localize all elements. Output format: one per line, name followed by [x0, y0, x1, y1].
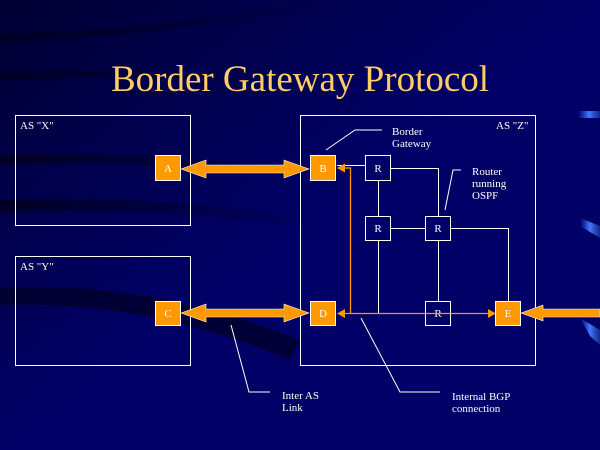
router-r1[interactable]: R	[365, 155, 391, 181]
callout-inter-as-text: Inter AS Link	[282, 390, 319, 414]
bg-swoosh	[0, 0, 345, 42]
inter-as-link-c-d	[180, 303, 310, 323]
gateway-b-label: B	[319, 163, 326, 175]
router-r2-label: R	[374, 223, 382, 235]
node-e[interactable]: E	[495, 301, 521, 326]
callout-internal-bgp	[360, 317, 440, 393]
link-r3-e	[451, 228, 509, 302]
callout-internal-bgp-line1: Internal BGP	[452, 391, 511, 403]
gateway-d-box[interactable]	[310, 301, 336, 326]
router-r2-box[interactable]	[365, 216, 391, 241]
ibgp-d-b	[345, 167, 352, 313]
bg-swoosh	[0, 287, 300, 360]
router-r3-label: R	[434, 223, 442, 235]
bg-accent	[580, 218, 600, 238]
node-a[interactable]: A	[155, 155, 181, 181]
callout-internal-bgp-text: Internal BGP connection	[452, 391, 510, 415]
gateway-e-label: E	[505, 308, 512, 320]
link-r1-r3	[391, 168, 439, 216]
node-b[interactable]: B	[310, 155, 336, 181]
as-x-label: AS "X"	[20, 120, 54, 132]
ibgp-arrowhead-e	[488, 309, 496, 318]
gateway-b-box[interactable]	[310, 155, 336, 181]
gateway-a-box[interactable]	[155, 155, 181, 181]
callout-border-gateway	[325, 129, 382, 151]
ibgp-arrowhead-d	[337, 309, 345, 318]
callout-inter-as-line2: Link	[282, 402, 303, 414]
router-r1-label: R	[374, 163, 382, 175]
callout-router-ospf-line3: OSPF	[472, 190, 499, 202]
callout-border-gateway-line1: Border	[392, 126, 423, 138]
callout-inter-as-line1: Inter AS	[282, 390, 319, 402]
bg-swoosh	[0, 154, 300, 178]
inter-as-link-e-external	[520, 304, 600, 322]
bg-accent	[580, 318, 600, 345]
callout-border-gateway-line2: Gateway	[392, 138, 432, 150]
bg-swoosh	[0, 199, 320, 230]
router-r2[interactable]: R	[365, 216, 391, 241]
bg-accent	[578, 111, 600, 118]
node-c[interactable]: C	[155, 301, 181, 326]
router-r3[interactable]: R	[425, 216, 451, 241]
callout-router-ospf-line1: Router	[472, 166, 502, 178]
router-r3-box[interactable]	[425, 216, 451, 241]
callout-internal-bgp-line2: connection	[452, 403, 501, 415]
callout-router-ospf-text: Router running OSPF	[472, 166, 506, 202]
ibgp-links	[345, 167, 490, 315]
as-y-label: AS "Y"	[20, 261, 54, 273]
callout-router-ospf	[444, 169, 461, 211]
ibgp-arrowhead-b	[337, 163, 345, 173]
as-z-label: AS "Z"	[496, 120, 529, 132]
gateway-c-box[interactable]	[155, 301, 181, 326]
node-d[interactable]: D	[310, 301, 336, 326]
gateway-e-box[interactable]	[495, 301, 521, 326]
inter-as-link-a-b	[180, 159, 310, 179]
callout-border-gateway-text: Border Gateway	[392, 126, 431, 150]
callout-lines	[230, 129, 461, 393]
callout-router-ospf-line2: running	[472, 178, 507, 190]
gateway-c-label: C	[164, 308, 171, 320]
slide-title: Border Gateway Protocol	[110, 59, 490, 100]
gateway-d-label: D	[319, 308, 327, 320]
gateway-a-label: A	[164, 163, 172, 175]
bg-swoosh	[0, 71, 280, 84]
router-r1-box[interactable]	[365, 155, 391, 181]
callout-inter-as	[230, 324, 270, 393]
as-z-box	[300, 115, 536, 366]
